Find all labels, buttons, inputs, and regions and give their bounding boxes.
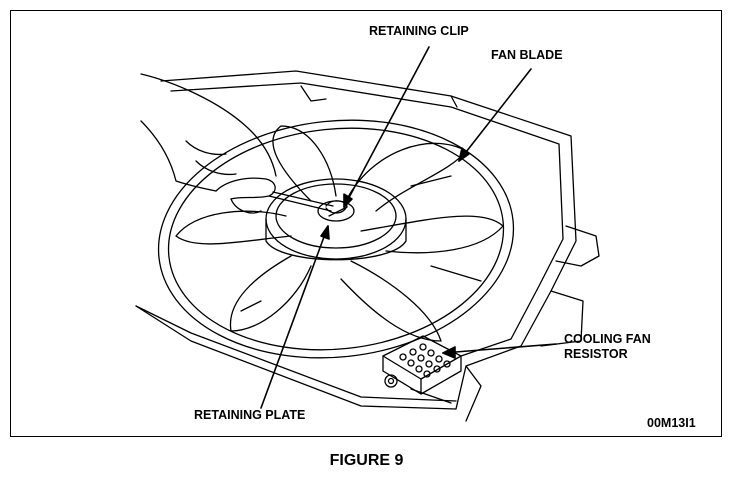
- label-cooling-fan-resistor: COOLING FAN RESISTOR: [564, 332, 651, 362]
- fan-hub: [265, 178, 407, 261]
- arrow-fan-blade: [458, 68, 532, 162]
- fan-ring: [157, 119, 515, 359]
- label-retaining-plate: RETAINING PLATE: [194, 408, 306, 422]
- label-cooling-fan-resistor-line2: RESISTOR: [564, 347, 628, 361]
- leader-lines: [260, 46, 557, 409]
- arrow-retaining-plate: [260, 225, 329, 409]
- label-cooling-fan-resistor-line1: COOLING FAN: [564, 332, 651, 346]
- arrow-retaining-clip: [343, 46, 430, 208]
- label-fan-blade: FAN BLADE: [491, 48, 563, 62]
- fan-shroud: [135, 70, 600, 422]
- label-retaining-clip: RETAINING CLIP: [369, 24, 469, 38]
- cooling-fan-resistor: [382, 335, 462, 395]
- figure-frame: RETAINING CLIP FAN BLADE COOLING FAN RES…: [10, 10, 722, 437]
- hand-with-screwdriver: [140, 73, 334, 214]
- figure-caption: FIGURE 9: [329, 452, 404, 469]
- figure-code: 00M13I1: [647, 416, 696, 430]
- fan-assembly-illustration: [135, 46, 600, 422]
- fan-blades: [175, 125, 504, 342]
- arrow-cooling-fan-resistor: [442, 343, 557, 354]
